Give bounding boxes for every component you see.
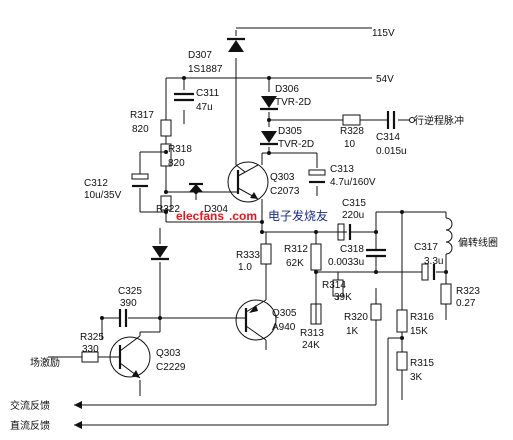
c312-val: 10u/35V [84,190,122,201]
r328-ref: R328 [340,126,364,137]
r325-resistor [81,351,99,363]
r313-val: 24K [302,340,320,351]
d307-diode [228,40,244,52]
r317-val: 820 [132,124,149,135]
d306-diode [261,96,277,108]
r314-resistor [332,279,344,297]
ac-feedback-label: 交流反馈 [10,399,50,412]
wires [48,27,447,426]
c313-val: 4.7u/160V [330,177,376,188]
c314-ref: C314 [376,132,400,143]
r316-resistor [396,309,408,333]
c314-val: 0.015u [376,146,407,157]
watermark-cn: 电子发烧友 [268,208,328,223]
yoke-coil [445,217,453,255]
c318-val: 0.0033u [328,257,364,268]
r320-resistor [370,303,382,321]
c311-ref: C311 [196,88,220,99]
r320-val: 1K [346,326,359,337]
c313-capacitor [308,169,326,176]
r318-val: 820 [168,158,185,169]
d306-ref: D306 [275,84,299,95]
d304-diode [189,184,203,192]
yoke-label: 偏转线圈 [458,236,498,249]
r323-resistor [440,283,452,305]
flyback-label: 行逆程脉冲 [414,114,464,127]
ac-feedback-arrow [74,401,82,409]
r325-val: 330 [82,344,99,355]
r313-resistor [310,303,322,325]
q305-a940-transistor [235,299,277,341]
r314-ref: R314 [322,280,346,291]
c315-capacitor [337,223,345,241]
watermark-tld: .com [229,209,257,223]
c313-ref: C313 [330,164,354,175]
r323-ref: R323 [456,286,480,297]
r318-ref: R318 [168,144,192,155]
d305-ref: D305 [278,126,302,137]
q303b-ref: Q303 [156,348,181,359]
r315-ref: R315 [410,358,434,369]
q303b-part: C2229 [156,362,186,373]
components [74,37,453,429]
q303a-ref: Q303 [270,172,295,183]
r328-resistor [342,114,361,126]
r333-ref: R333 [236,250,260,261]
r313-ref: R313 [300,328,324,339]
r315-resistor [396,351,408,371]
c315-val: 220u [342,210,364,221]
d307-ref: D307 [188,50,212,61]
watermark-brand: elecfans [176,209,224,223]
r317-ref: R317 [130,110,154,121]
q305-ref: Q305 [272,308,297,319]
c325-val: 390 [120,298,137,309]
c317-capacitor [421,263,429,281]
q303-c2229-transistor [109,336,151,378]
r320-ref: R320 [344,312,368,323]
dc-feedback-label: 直流反馈 [10,419,50,432]
r316-val: 15K [410,326,428,337]
c317-ref: C317 [414,242,438,253]
r325-ref: R325 [80,332,104,343]
r323-val: 0.27 [456,298,476,309]
r318-resistor [160,143,172,167]
c312-ref: C312 [84,178,108,189]
labels: 115V 54V D307 1S1887 C311 47u D306 TVR-2… [10,28,498,432]
c325-ref: C325 [118,286,142,297]
c311-val: 47u [196,102,213,113]
r322-ref: R322 [156,204,180,215]
dc-feedback-arrow [74,421,82,429]
d304-ref: D304 [204,204,228,215]
field-drive-label: 场激励 [30,356,60,369]
q303-c2073-transistor [227,161,269,203]
c318-ref: C318 [340,244,364,255]
r312-resistor [310,243,322,271]
r314-val: 39K [334,292,352,303]
r328-val: 10 [344,139,356,150]
r312-ref: R312 [284,244,308,255]
label-115v: 115V [372,28,395,39]
q303a-part: C2073 [270,186,300,197]
d307-part: 1S1887 [188,64,223,75]
c317-val: 3.3u [424,256,443,267]
watermark: elecfans .com 电子发烧友 [176,208,328,223]
r315-val: 3K [410,372,423,383]
r312-val: 62K [286,258,304,269]
d305-part: TVR-2D [278,139,314,150]
r333-val: 1.0 [238,262,252,273]
q305-part: A940 [272,322,296,333]
flyback-terminal [409,117,415,123]
r316-ref: R316 [410,312,434,323]
label-54v: 54V [376,74,394,85]
d306-part: TVR-2D [275,97,311,108]
c315-ref: C315 [342,198,366,209]
r333-resistor [260,243,272,265]
r317-resistor [160,119,172,137]
bias-diode [152,246,168,258]
d305-diode [261,131,277,143]
c312-capacitor [131,173,149,180]
